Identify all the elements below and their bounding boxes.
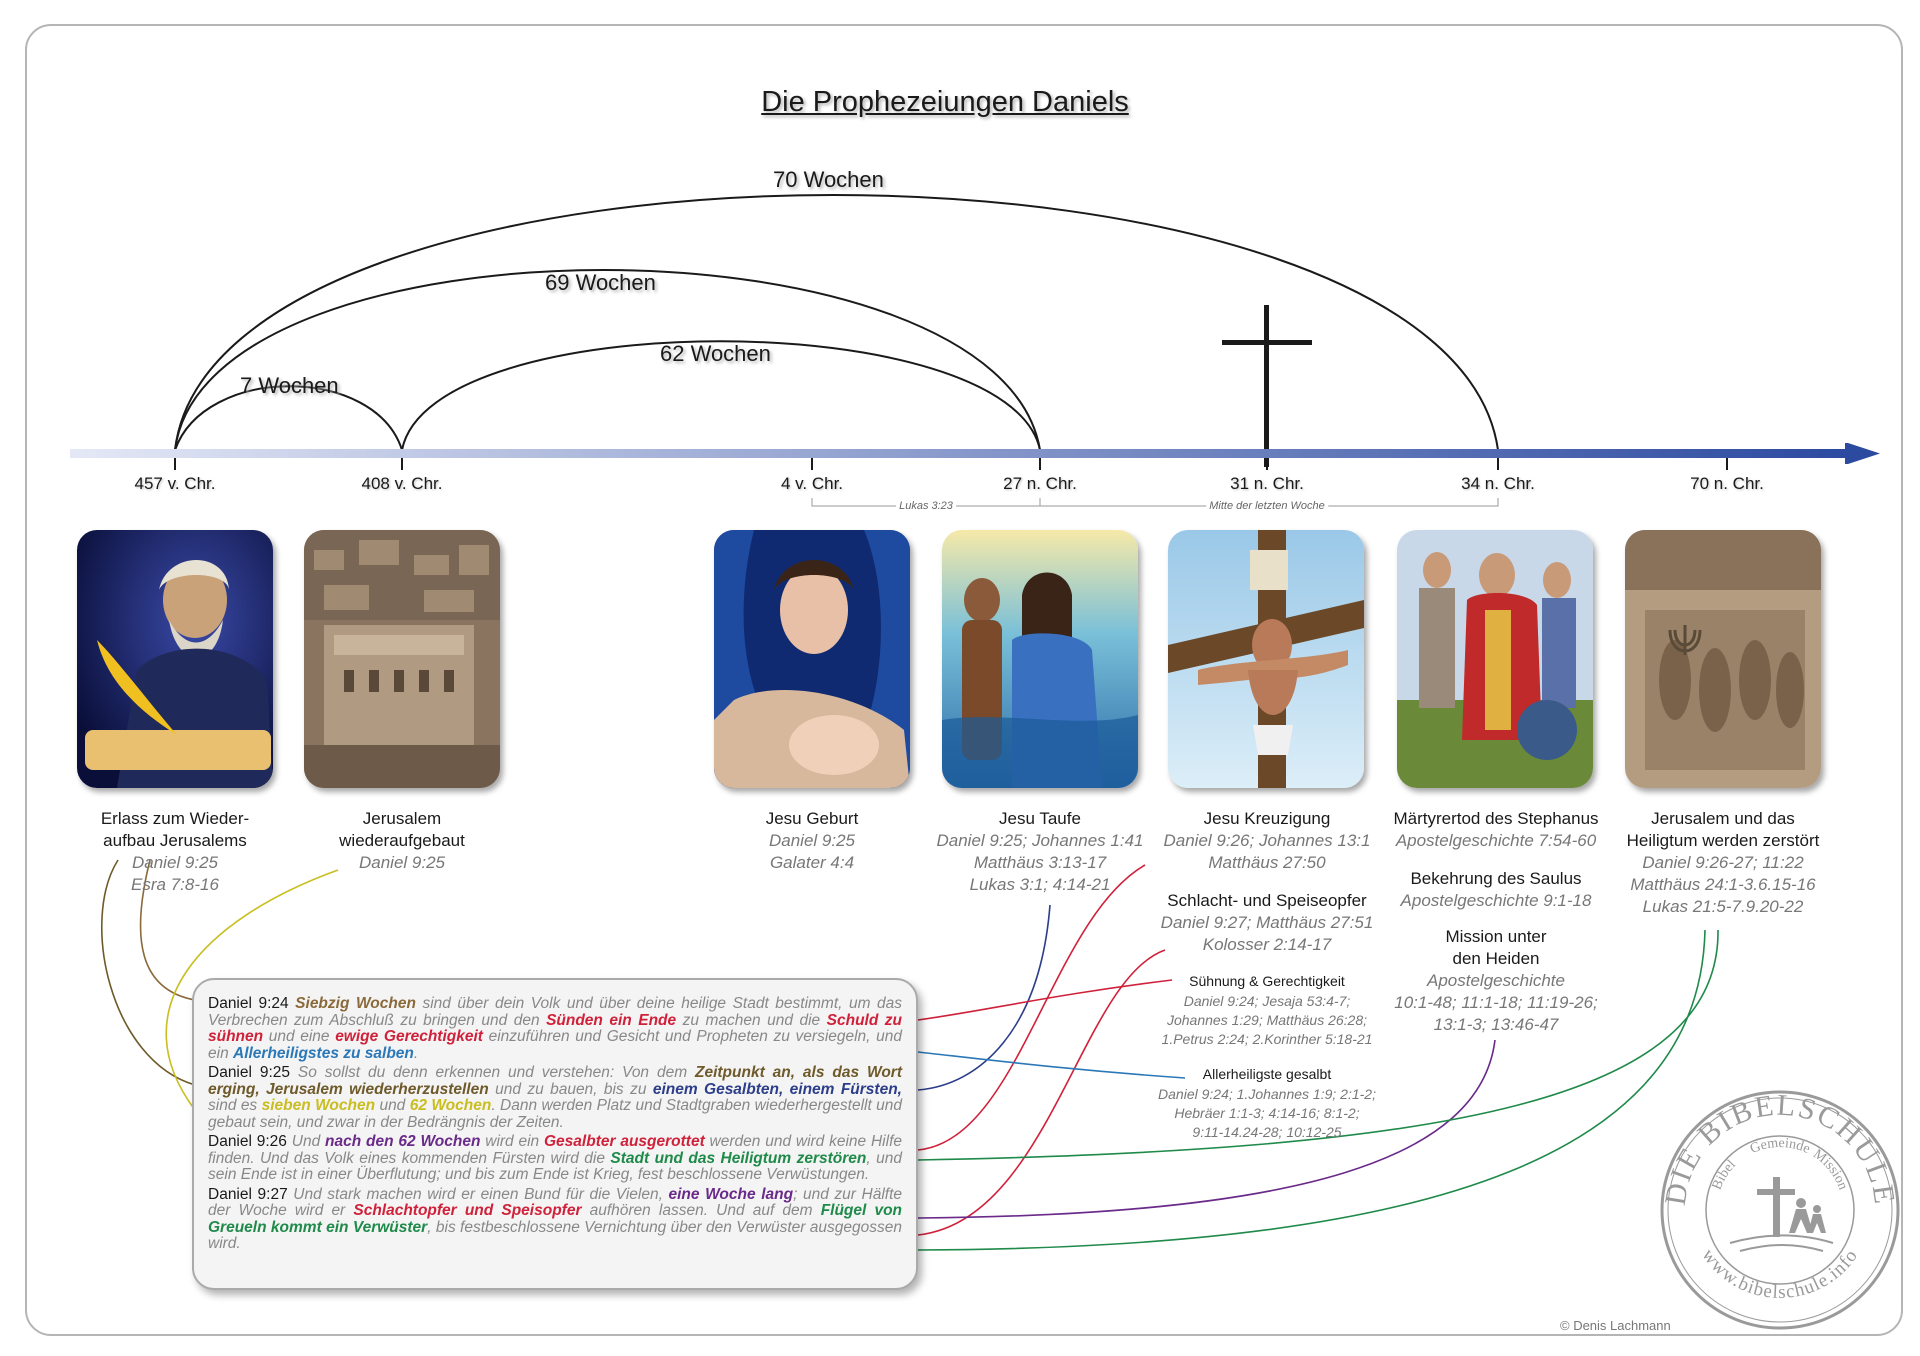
caption-saulus: Bekehrung des Saulus Apostelgeschichte 9… — [1400, 869, 1592, 910]
arc-69-weeks — [174, 269, 1041, 451]
tick-27: 27 n. Chr. — [1003, 474, 1077, 493]
caption-zerstoert: Jerusalem und das Heiligtum werden zerst… — [1626, 809, 1820, 916]
seal-cross-figures-icon — [1757, 1177, 1826, 1237]
arc-label-7: 7 Wochen — [240, 373, 339, 398]
connector-erlass — [100, 859, 196, 1086]
caption-kreuzigung: Jesu Kreuzigung Daniel 9:26; Johannes 13… — [1163, 809, 1371, 872]
cross-symbol — [1222, 305, 1312, 467]
connector-opfer — [917, 949, 1166, 1236]
timeline-arrowhead — [1845, 443, 1880, 464]
tick-31: 31 n. Chr. — [1230, 474, 1304, 493]
arc-label-62: 62 Wochen — [660, 341, 771, 366]
caption-gesalbt: Allerheiligste gesalbt Daniel 9:24; 1.Jo… — [1158, 1066, 1376, 1140]
verse-daniel-9-27: Daniel 9:27 Und stark machen wird er ein… — [208, 1185, 903, 1252]
connector-kreuzigung — [917, 864, 1146, 1151]
image-stephanus — [1397, 530, 1593, 788]
connector-mission — [917, 1039, 1496, 1219]
caption-stephanus: Märtyrertod des Stephanus Apostelgeschic… — [1393, 809, 1599, 850]
image-kreuzigung — [1168, 530, 1364, 788]
image-erlass — [77, 530, 273, 788]
connector-jerusalem — [165, 869, 339, 1111]
poster-frame — [25, 24, 1903, 1336]
poster-title: Die Prophezeiungen Daniels — [761, 86, 1129, 118]
verse-daniel-9-24: Daniel 9:24 Siebzig Wochen sind über dei… — [208, 995, 903, 1062]
arc-label-69: 69 Wochen — [545, 270, 656, 295]
image-geburt — [714, 530, 910, 788]
bibelschule-seal-logo: DIE BIBELSCHULE www.bibelschule.info Bib… — [1659, 1089, 1900, 1330]
connector-erlass-2 — [139, 859, 196, 1001]
caption-geburt: Jesu Geburt Daniel 9:25 Galater 4:4 — [765, 809, 859, 872]
timeline-axis — [70, 449, 1848, 458]
caption-mission: Mission unter den Heiden Apostelgeschich… — [1394, 927, 1598, 1034]
note-lukas: Lukas 3:23 — [896, 500, 956, 512]
tick-70: 70 n. Chr. — [1690, 474, 1764, 493]
tick-34: 34 n. Chr. — [1461, 474, 1535, 493]
arc-label-70: 70 Wochen — [773, 167, 884, 192]
arc-62-weeks — [401, 340, 1041, 451]
caption-jerusalem: Jerusalem wiederaufgebaut Daniel 9:25 — [339, 809, 465, 872]
connector-gesalbt — [917, 1051, 1186, 1079]
connector-zerstoert-1 — [917, 929, 1719, 1161]
verse-daniel-9-26: Daniel 9:26 Und nach den 62 Wochen wird … — [208, 1133, 902, 1183]
svg-text:Gemeinde: Gemeinde — [1748, 1136, 1812, 1157]
tick-4: 4 v. Chr. — [780, 474, 844, 493]
arc-70-weeks — [174, 194, 1499, 451]
arc-7-weeks — [174, 385, 403, 451]
svg-text:Bibel: Bibel — [1710, 1157, 1739, 1192]
tick-408: 408 v. Chr. — [361, 474, 443, 493]
image-jerusalem — [304, 530, 500, 788]
svg-text:Mission: Mission — [1810, 1147, 1850, 1192]
caption-opfer: Schlacht- und Speiseopfer Daniel 9:27; M… — [1160, 891, 1374, 954]
verses-box: Daniel 9:24 Siebzig Wochen sind über dei… — [192, 978, 918, 1290]
credit: © Denis Lachmann — [1560, 1318, 1671, 1333]
connector-zerstoert-2 — [917, 929, 1706, 1251]
verse-daniel-9-25: Daniel 9:25 So sollst du denn erkennen u… — [208, 1064, 903, 1131]
svg-text:www.bibelschule.info: www.bibelschule.info — [1698, 1245, 1863, 1303]
connector-suehnung — [917, 979, 1173, 1021]
note-mitte: Mitte der letzten Woche — [1206, 500, 1328, 512]
caption-taufe: Jesu Taufe Daniel 9:25; Johannes 1:41 Ma… — [936, 809, 1144, 894]
caption-erlass: Erlass zum Wieder- aufbau Jerusalems Dan… — [100, 809, 250, 894]
tick-457: 457 v. Chr. — [134, 474, 216, 493]
image-zerstoert — [1625, 530, 1821, 788]
image-taufe — [942, 530, 1138, 788]
connector-taufe — [917, 904, 1051, 1091]
caption-suehnung: Sühnung & Gerechtigkeit Daniel 9:24; Jes… — [1161, 973, 1373, 1047]
